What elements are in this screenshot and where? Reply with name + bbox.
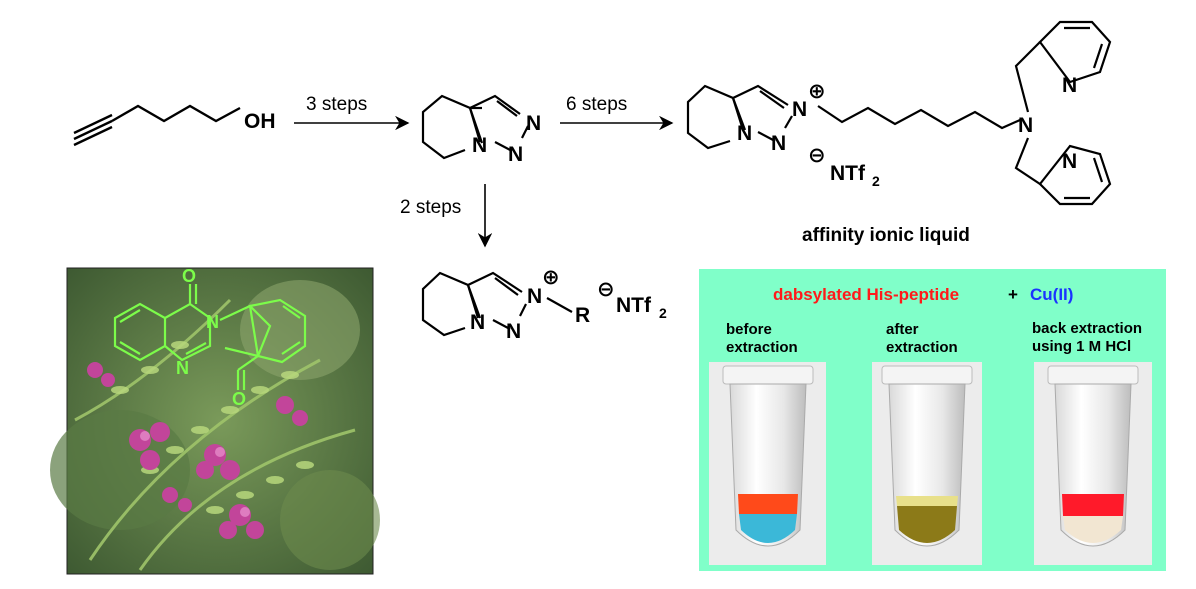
lower-pyridine-ring: [1038, 144, 1112, 206]
anion-subscript: 2: [872, 173, 880, 189]
tube1-label-line2: extraction: [726, 339, 798, 356]
triazolopyridine-core: [421, 94, 529, 160]
panel-title-plus: +: [1008, 285, 1018, 304]
anion-label: NTf: [830, 162, 866, 185]
cation-charge: ⊕: [542, 266, 560, 289]
green-natural-product-structure: [113, 284, 307, 390]
cation-charge: ⊕: [808, 80, 826, 103]
panel-title-copper: Cu(II): [1030, 285, 1073, 304]
green-atom-n: N: [176, 358, 189, 378]
atom-n: N: [472, 134, 487, 157]
atom-n: N: [792, 98, 807, 121]
tube2-label-line2: extraction: [886, 339, 958, 356]
green-atom-o: O: [182, 266, 196, 286]
atom-n: N: [508, 143, 523, 166]
green-atom-o: O: [232, 389, 246, 409]
green-atom-n: N: [206, 312, 219, 332]
tube1: [722, 365, 814, 547]
plant-photo: [50, 267, 380, 575]
atom-n: N: [526, 112, 541, 135]
panel-title-peptide: dabsylated His-peptide: [773, 285, 959, 304]
atom-n: N: [771, 132, 786, 155]
upper-pyridine-ring: [1038, 20, 1112, 84]
atom-n: N: [1018, 114, 1033, 137]
starting-alkyne: [73, 104, 241, 147]
tube1-label-line1: before: [726, 321, 772, 338]
atom-n: N: [470, 311, 485, 334]
tube3-label-line2: using 1 M HCl: [1032, 338, 1131, 355]
tube3: [1047, 365, 1139, 547]
anion-charge: ⊖: [597, 278, 615, 301]
anion-label: NTf: [616, 294, 652, 317]
anion-subscript: 2: [659, 305, 667, 321]
arrow-label-3-steps: 3 steps: [306, 94, 367, 115]
tube3-label-line1: back extraction: [1032, 320, 1142, 337]
triazolium-salt-structure: [421, 271, 573, 337]
atom-n: N: [1062, 74, 1077, 97]
anion-charge: ⊖: [808, 144, 826, 167]
substituent-r: R: [575, 304, 590, 327]
tube2: [881, 365, 973, 547]
arrow-label-6-steps: 6 steps: [566, 94, 627, 115]
hydroxyl-label: OH: [244, 110, 276, 133]
atom-n: N: [506, 320, 521, 343]
ionic-liquid-caption: affinity ionic liquid: [802, 225, 970, 246]
arrow-label-2-steps: 2 steps: [400, 197, 461, 218]
tube2-label-line1: after: [886, 321, 919, 338]
atom-n: N: [737, 122, 752, 145]
atom-n: N: [527, 285, 542, 308]
atom-n: N: [1062, 150, 1077, 173]
ionic-liquid-structure: [686, 41, 1041, 185]
